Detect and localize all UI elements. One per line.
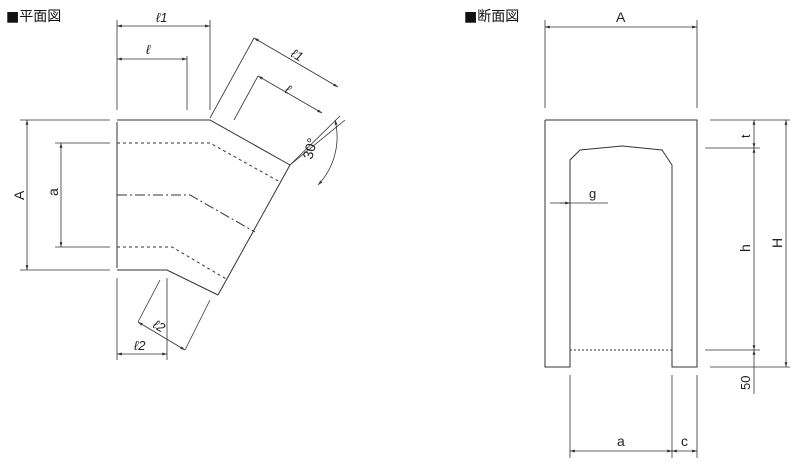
plan-right-edge [217,164,291,296]
label-50: 50 [738,376,753,390]
label-l-top: ℓ [146,42,151,57]
label-angle: 30° [299,136,320,161]
label-section-A: A [616,9,626,25]
dim-l-diag-line [257,75,323,114]
plan-top-edge [117,119,291,166]
label-l2-bottom: ℓ2 [134,338,146,353]
plan-view-drawing [20,20,346,360]
plan-inner-dashed-bottom [117,246,229,281]
label-l1-top: ℓ1 [156,10,167,25]
label-H: H [769,238,785,248]
label-l2-diag: ℓ2 [151,317,169,336]
plan-bottom-edge [117,269,219,296]
plan-inner-dashed-top [117,142,281,183]
label-section-a: a [617,433,625,449]
section-view-drawing [544,20,790,458]
angle-arc [317,119,338,186]
plan-center-line [117,194,256,233]
label-t: t [738,134,753,138]
label-A-plan: A [11,190,27,200]
label-h: h [737,244,753,252]
label-c: c [681,433,688,449]
section-view-title: ■断面図 [464,9,520,25]
label-a-plan: a [45,188,61,196]
dim-l1-diag-line [253,37,339,88]
label-l1-diag: ℓ1 [289,46,306,65]
plan-view-title: ■平面図 [6,9,62,25]
section-outer-outline [544,119,698,368]
label-g: g [589,186,596,201]
label-l-diag: ℓ [283,82,295,97]
dim-l2-diag-line [137,321,186,351]
